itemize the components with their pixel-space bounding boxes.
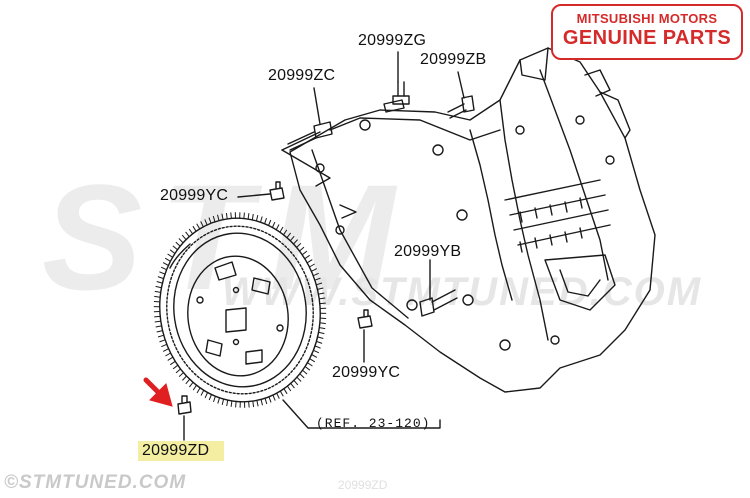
label-20999zd[interactable]: 20999ZD (142, 442, 210, 459)
label-20999zb[interactable]: 20999ZB (420, 51, 487, 68)
badge-brand: MITSUBISHI MOTORS (576, 11, 718, 26)
label-20999yc-top[interactable]: 20999YC (160, 187, 229, 204)
flywheel (159, 217, 321, 403)
pointer-arrow (143, 377, 173, 407)
bolt-20999zc (287, 121, 333, 151)
badge-genuine-parts: GENUINE PARTS (562, 27, 732, 49)
flywheel-teeth (153, 212, 327, 408)
bolt-20999yb (419, 289, 458, 317)
label-20999zg[interactable]: 20999ZG (358, 32, 427, 49)
bolt-20999zg (383, 81, 410, 113)
reference-note: (REF. 23-120) (316, 416, 431, 431)
genuine-parts-badge: MITSUBISHI MOTORS GENUINE PARTS (551, 4, 743, 60)
selected-part-highlight (138, 441, 224, 461)
faint-label: 20999ZD (338, 478, 388, 492)
transmission-housing (281, 47, 656, 393)
bolt-20999zb (447, 95, 475, 119)
label-20999yc-bottom[interactable]: 20999YC (332, 364, 401, 381)
url-watermark: WWW.STMTUNED.COM (222, 270, 703, 314)
footer-copyright: ©STMTUNED.COM (4, 472, 187, 493)
bolt-20999zd (177, 395, 192, 415)
label-20999yb[interactable]: 20999YB (394, 243, 462, 260)
bolt-20999yc-bottom (357, 309, 373, 329)
bolt-20999yc-top (269, 181, 285, 201)
label-20999zc[interactable]: 20999ZC (268, 67, 336, 84)
